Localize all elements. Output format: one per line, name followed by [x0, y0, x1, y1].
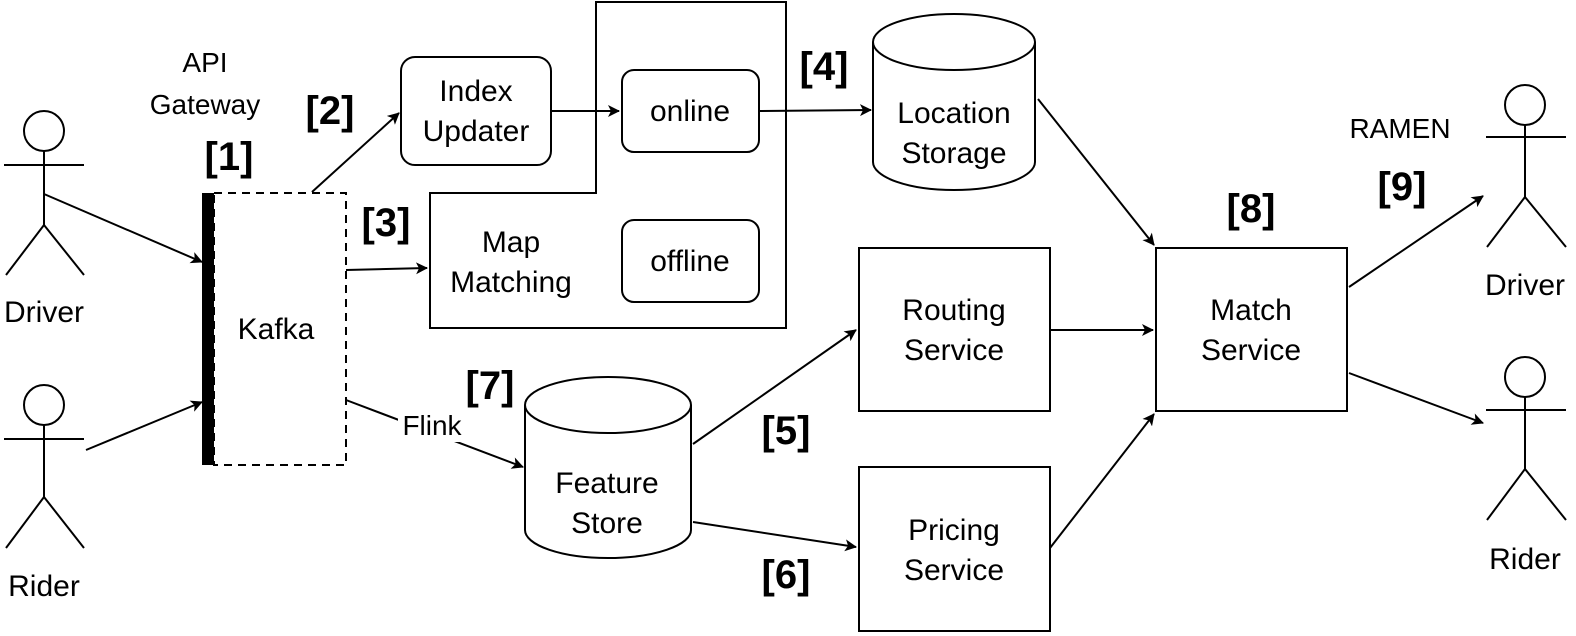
match-service-line1: Match — [1210, 294, 1292, 327]
rider-right-label: Rider — [1489, 543, 1561, 576]
step-2-label: [2] — [306, 89, 355, 133]
map-matching-line2: Matching — [450, 266, 572, 299]
arrow-online-to-location-storage — [758, 104, 872, 117]
map-matching-container — [429, 1, 787, 329]
arrow-kafka-to-map-matching — [345, 262, 428, 275]
location-storage-line1: Location — [897, 97, 1010, 130]
kafka-box — [213, 192, 347, 466]
step-6-label: [6] — [762, 553, 811, 597]
map-matching-line1: Map — [482, 226, 540, 259]
api-gateway-bar — [202, 193, 214, 465]
routing-service-line2: Service — [904, 334, 1004, 367]
arrow-feature-store-to-pricing — [692, 521, 857, 552]
step-5-label: [5] — [762, 409, 811, 453]
feature-store-line1: Feature — [555, 467, 658, 500]
step-9-label: [9] — [1378, 165, 1427, 209]
step-3-label: [3] — [362, 201, 411, 245]
index-updater-box — [400, 56, 552, 166]
arrow-match-to-driver — [1348, 195, 1484, 288]
step-7-label: [7] — [466, 364, 515, 408]
flink-label: Flink — [402, 410, 462, 441]
rider-left-label: Rider — [8, 570, 80, 603]
driver-right-label: Driver — [1485, 269, 1565, 302]
rider-actor-left — [4, 384, 85, 549]
driver-actor-left — [4, 110, 85, 276]
arrow-location-storage-to-match — [1037, 98, 1155, 246]
pricing-service-box — [858, 466, 1051, 632]
routing-service-box — [858, 247, 1051, 412]
kafka-label: Kafka — [238, 313, 315, 346]
arrow-match-to-rider — [1348, 372, 1484, 425]
step-4-label: [4] — [800, 45, 849, 89]
match-service-box — [1155, 247, 1348, 412]
rider-actor-right — [1486, 356, 1567, 521]
arrow-driver-to-gateway — [43, 193, 203, 264]
step-1-label: [1] — [205, 135, 254, 179]
driver-actor-right — [1486, 84, 1567, 248]
index-updater-line2: Updater — [423, 115, 530, 148]
api-gateway-label-line2: Gateway — [150, 89, 261, 120]
api-gateway-label-line1: API — [182, 47, 227, 78]
arrow-feature-store-to-routing — [692, 329, 857, 445]
arrow-kafka-to-index-updater — [311, 112, 400, 193]
step-8-label: [8] — [1227, 187, 1276, 231]
driver-left-label: Driver — [4, 296, 84, 329]
feature-store-cylinder — [524, 376, 692, 559]
feature-store-line2: Store — [571, 507, 643, 540]
location-storage-line2: Storage — [901, 137, 1006, 170]
offline-box — [621, 219, 760, 303]
pricing-service-line2: Service — [904, 554, 1004, 587]
online-label: online — [650, 95, 730, 128]
location-storage-cylinder — [872, 13, 1036, 191]
pricing-service-line1: Pricing — [908, 514, 1000, 547]
offline-label: offline — [650, 245, 730, 278]
flink-label-bg — [398, 408, 466, 442]
match-service-line2: Service — [1201, 334, 1301, 367]
index-updater-line1: Index — [439, 75, 512, 108]
arrow-rider-to-gateway — [85, 400, 203, 451]
routing-service-line1: Routing — [902, 294, 1005, 327]
arrow-pricing-to-match — [1049, 413, 1155, 549]
ramen-label: RAMEN — [1349, 113, 1450, 144]
